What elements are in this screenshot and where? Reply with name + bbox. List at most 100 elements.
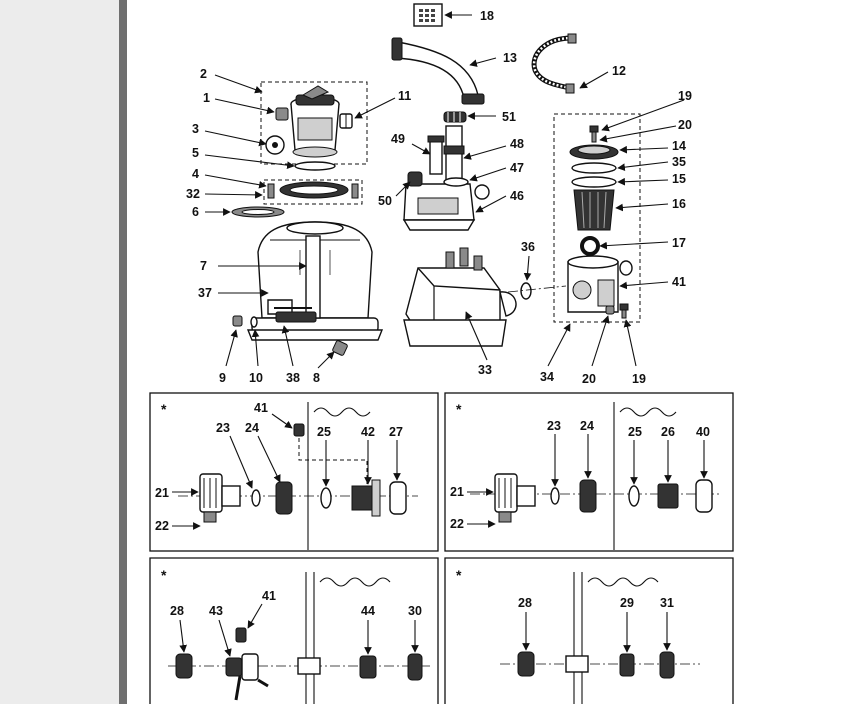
- part-13-hose: [391, 37, 485, 105]
- p4-label-29: 29: [620, 596, 634, 610]
- label-48: 48: [510, 137, 524, 151]
- label-38: 38: [286, 371, 300, 385]
- label-7: 7: [200, 259, 207, 273]
- label-15: 15: [672, 172, 686, 186]
- p1-label-23: 23: [216, 421, 230, 435]
- label-32: 32: [186, 187, 200, 201]
- panel-4-star: *: [456, 567, 462, 583]
- label-37: 37: [198, 286, 212, 300]
- label-46: 46: [510, 189, 524, 203]
- label-17: 17: [672, 236, 686, 250]
- part-46-chlorinator-base: [402, 183, 476, 231]
- part-16-strainer-basket: [573, 189, 615, 231]
- label-3: 3: [192, 122, 199, 136]
- part-19b-bolt: [619, 303, 629, 319]
- label-10: 10: [249, 371, 263, 385]
- fitting-panel-3: [149, 557, 439, 704]
- label-8: 8: [313, 371, 320, 385]
- label-11: 11: [398, 89, 411, 103]
- part-14-lid: [569, 144, 619, 160]
- p2-part-24-nut: [579, 479, 597, 513]
- part-1-pressure-gauge: [275, 107, 289, 121]
- part-10-o-ring: [250, 316, 258, 328]
- label-5: 5: [192, 146, 199, 160]
- p1-label-21: 21: [155, 486, 169, 500]
- panel-1-star: *: [161, 401, 167, 417]
- label-4: 4: [192, 167, 199, 181]
- label-6: 6: [192, 205, 199, 219]
- p2-part-40-jet: [695, 479, 713, 513]
- p1-label-42: 42: [361, 425, 375, 439]
- p1-label-22: 22: [155, 519, 169, 533]
- label-14: 14: [672, 139, 686, 153]
- part-47-o-ring: [443, 177, 469, 187]
- part-17-ring: [580, 236, 600, 256]
- part-48-cell-housing: [443, 125, 465, 181]
- part-11-valve-port: [339, 113, 353, 129]
- p4-part-29-fitting: [619, 653, 635, 677]
- p1-label-24: 24: [245, 421, 259, 435]
- p3-part-43-valve: [225, 653, 269, 701]
- p1-part-41-plug: [293, 423, 305, 437]
- part-36-o-ring: [520, 282, 532, 300]
- label-19a: 19: [678, 89, 692, 103]
- label-49: 49: [391, 132, 405, 146]
- fitting-panel-4: [444, 557, 734, 704]
- label-35: 35: [672, 155, 686, 169]
- label-47: 47: [510, 161, 524, 175]
- part-33-pump-motor: [403, 247, 517, 347]
- label-41: 41: [672, 275, 686, 289]
- label-18: 18: [480, 9, 494, 23]
- p3-label-30: 30: [408, 604, 422, 618]
- p4-label-31: 31: [660, 596, 674, 610]
- fitting-panel-1: [149, 392, 439, 552]
- fitting-panel-2: [444, 392, 734, 552]
- label-13: 13: [503, 51, 517, 65]
- panel-2-star: *: [456, 401, 462, 417]
- label-20a: 20: [678, 118, 692, 132]
- p1-part-23-o-ring: [251, 489, 261, 507]
- p1-part-25-o-ring: [320, 487, 332, 509]
- part-51-cell-nut: [443, 111, 467, 123]
- p2-label-26: 26: [661, 425, 675, 439]
- part-6-gasket: [231, 206, 285, 218]
- label-36: 36: [521, 240, 535, 254]
- p2-part-26-fitting: [657, 483, 679, 509]
- p2-part-23-o-ring: [550, 487, 560, 505]
- p3-part-41-plug: [235, 627, 247, 643]
- viewer-margin: [0, 0, 119, 704]
- part-12-coil-hose: [531, 33, 577, 94]
- p1-part-21-valve: [199, 473, 241, 523]
- label-16: 16: [672, 197, 686, 211]
- label-33: 33: [478, 363, 492, 377]
- part-8-drain-valve: [332, 340, 348, 356]
- label-50: 50: [378, 194, 392, 208]
- p2-part-25-o-ring: [628, 485, 640, 507]
- p1-part-24-nut: [275, 481, 293, 515]
- label-12: 12: [612, 64, 626, 78]
- p2-label-24: 24: [580, 419, 594, 433]
- p2-label-21: 21: [450, 485, 464, 499]
- label-19b: 19: [632, 372, 646, 386]
- part-15-seal: [571, 176, 617, 188]
- label-2: 2: [200, 67, 207, 81]
- part-5-o-ring: [294, 161, 336, 171]
- label-9: 9: [219, 371, 226, 385]
- part-49-electrode: [427, 135, 445, 175]
- part-18-timer-panel: [413, 3, 443, 27]
- p4-wall-fitting: [565, 655, 589, 673]
- p2-label-22: 22: [450, 517, 464, 531]
- label-51: 51: [502, 110, 516, 124]
- p1-part-27-jet: [389, 481, 407, 515]
- part-4-clamp: [267, 181, 359, 199]
- viewer-divider: [119, 0, 127, 704]
- p1-label-41: 41: [254, 401, 268, 415]
- p2-part-21-valve: [494, 473, 536, 523]
- p2-label-23: 23: [547, 419, 561, 433]
- p3-label-28: 28: [170, 604, 184, 618]
- part-37-laterals: [267, 299, 317, 323]
- p3-wall-fitting: [297, 657, 321, 675]
- p1-part-42-fitting: [351, 479, 381, 517]
- p2-label-25: 25: [628, 425, 642, 439]
